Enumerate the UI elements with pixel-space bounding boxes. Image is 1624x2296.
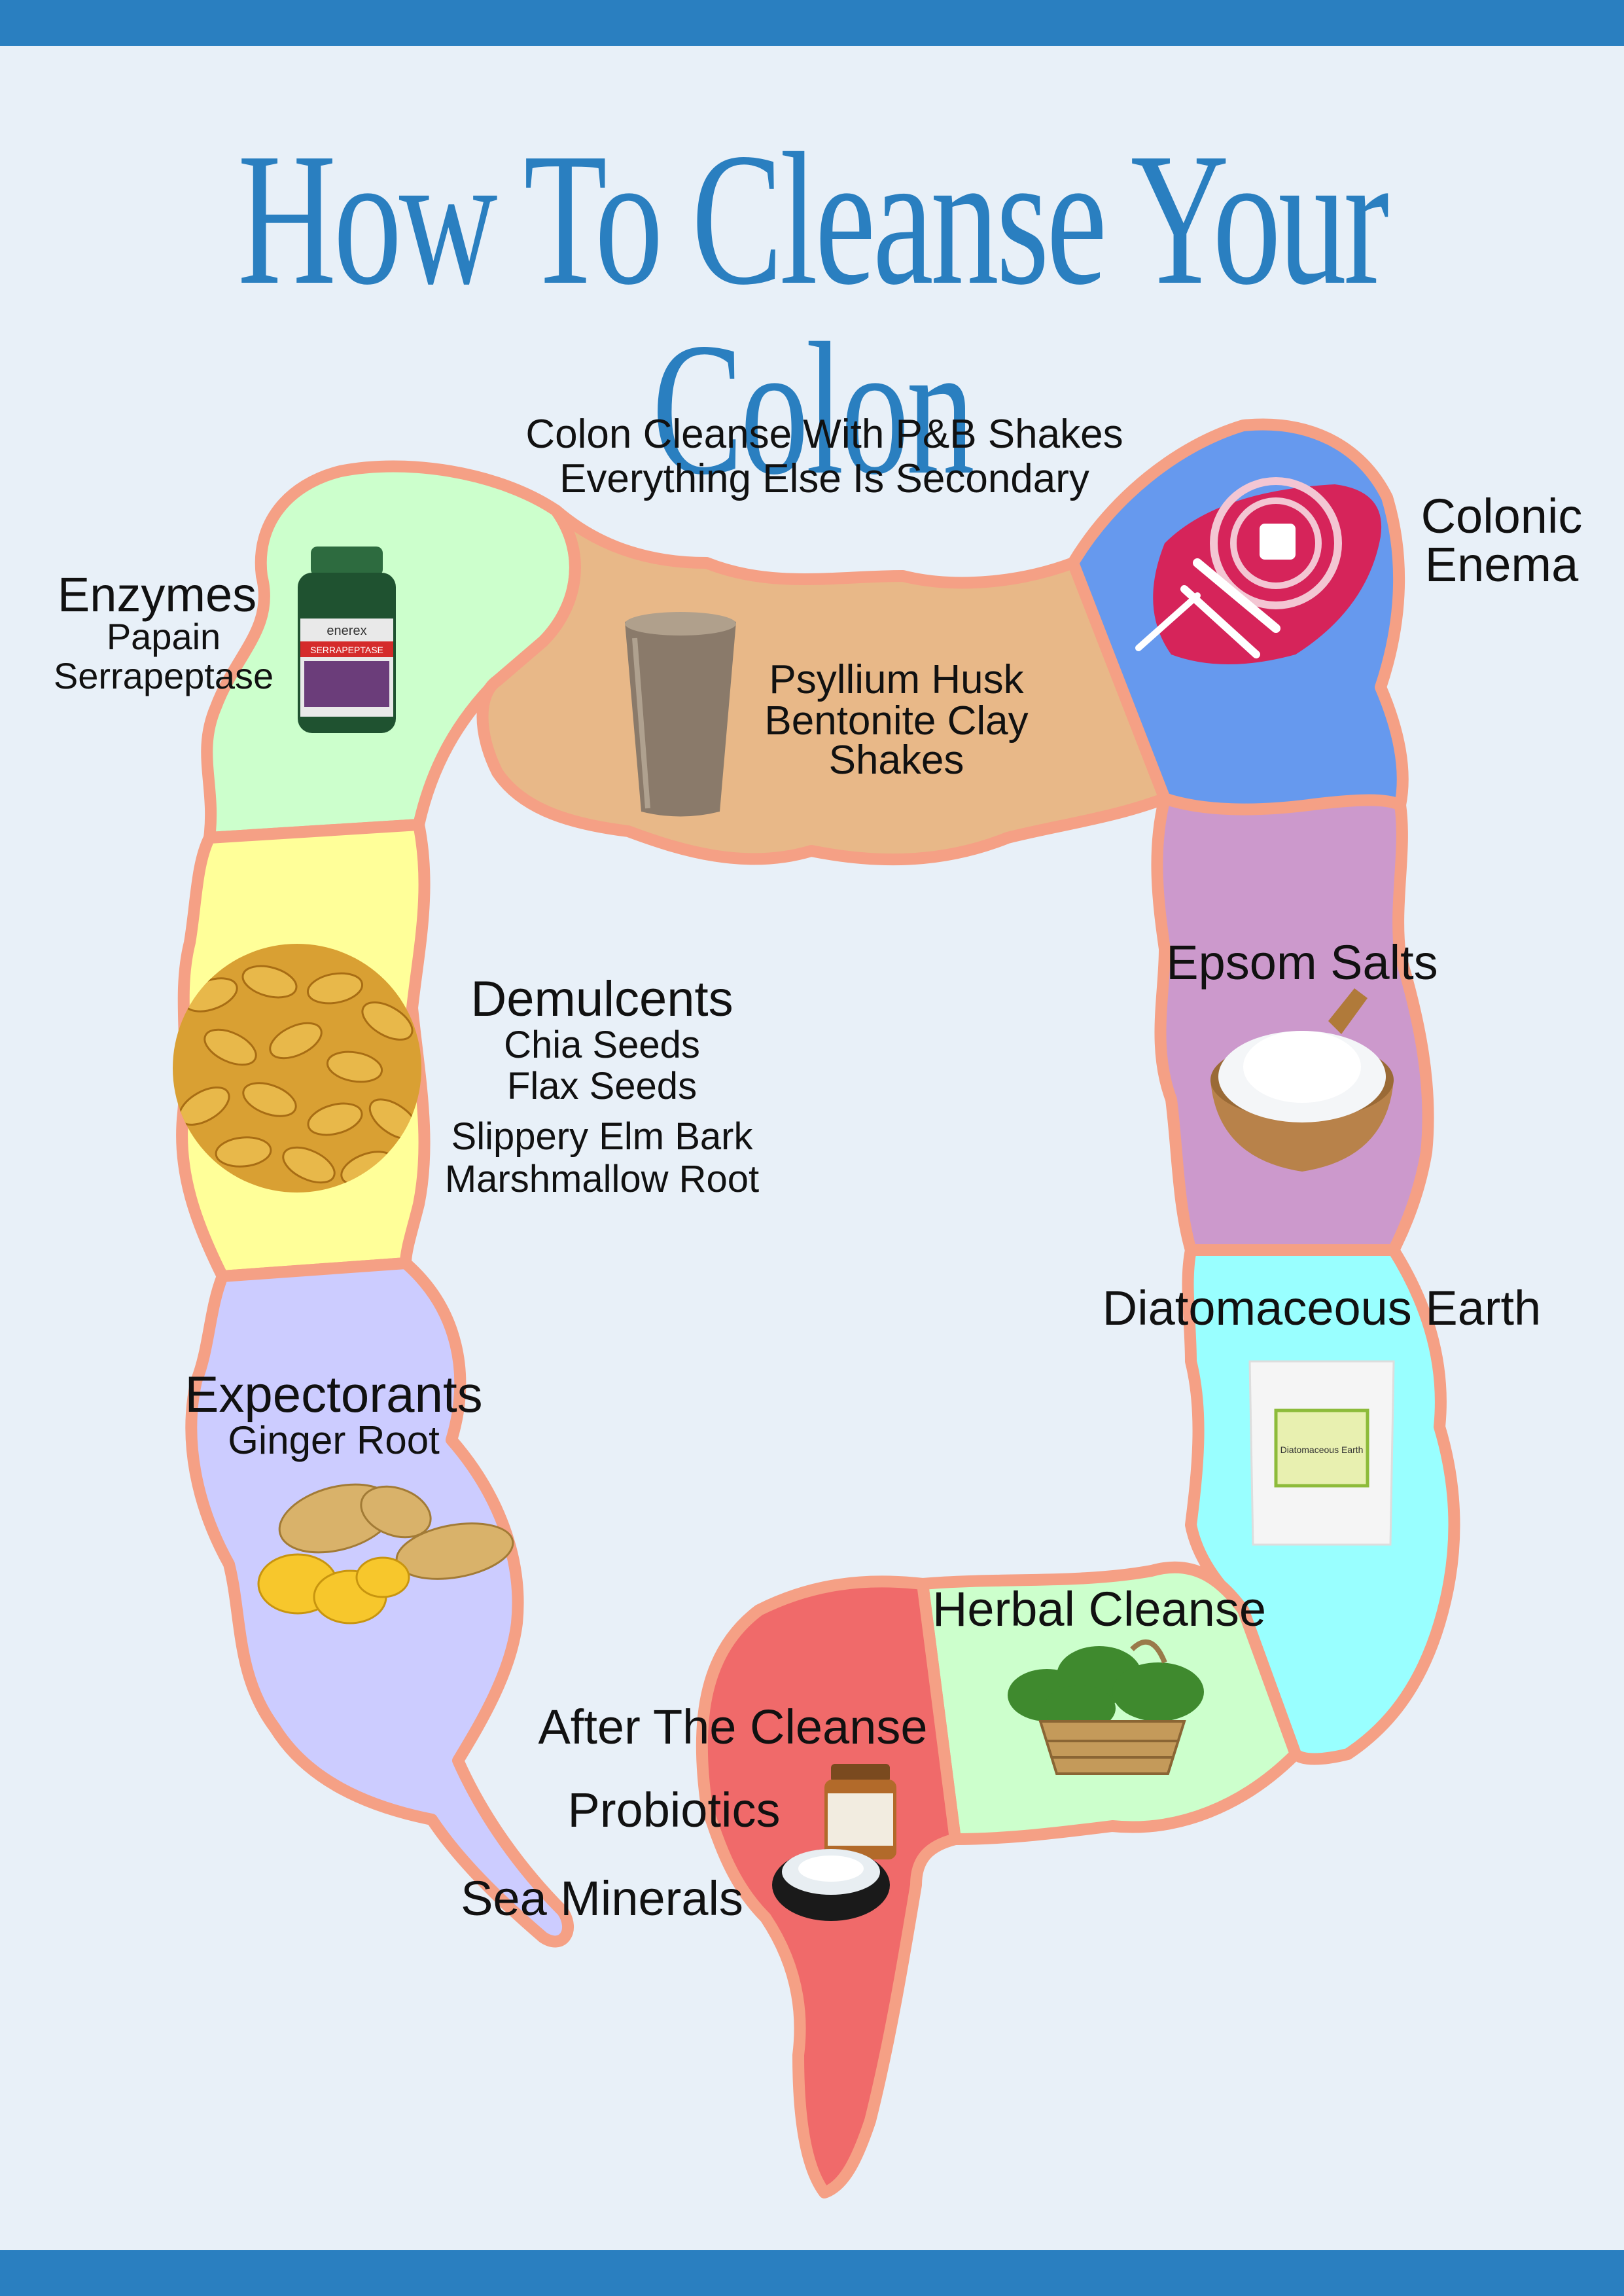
enzymes-item-serrapeptase: Serrapeptase [53, 655, 274, 696]
after-item-sea-minerals: Sea Minerals [461, 1871, 743, 1926]
shakes-item-shakes: Shakes [828, 738, 964, 783]
enema-bag-icon [1135, 477, 1382, 664]
shakes-item-psyllium: Psyllium Husk [769, 657, 1024, 702]
enema-label: Enema [1424, 537, 1579, 592]
shakes-item-bentonite: Bentonite Clay [764, 698, 1029, 744]
herb-basket-icon [1008, 1639, 1204, 1775]
svg-text:Diatomaceous Earth: Diatomaceous Earth [1280, 1444, 1364, 1455]
intro-line-1: Colon Cleanse With P&B Shakes [525, 412, 1123, 457]
demulcents-heading: Demulcents [470, 971, 733, 1027]
page-title: How To Cleanse Your Colon [238, 114, 1389, 514]
enzymes-heading: Enzymes [57, 567, 257, 622]
supplement-bottle-icon: enerex SERRAPEPTASE [298, 547, 396, 733]
demulcents-item-chia: Chia Seeds [504, 1024, 700, 1066]
herbal-heading: Herbal Cleanse [932, 1582, 1267, 1636]
intro-line-2: Everything Else Is Secondary [559, 456, 1089, 501]
enzymes-item-papain: Papain [106, 616, 221, 657]
flax-seeds-icon [173, 944, 421, 1193]
shake-glass-icon [625, 612, 736, 817]
diatomaceous-heading: Diatomaceous Earth [1102, 1281, 1542, 1335]
ginger-root-icon [257, 1483, 514, 1624]
top-bar [0, 0, 1624, 46]
expectorants-item-ginger: Ginger Root [228, 1418, 440, 1462]
expectorants-heading: Expectorants [185, 1365, 483, 1423]
demulcents-item-marshmallow: Marshmallow Root [444, 1158, 760, 1200]
after-heading: After The Cleanse [538, 1700, 928, 1754]
powder-bag-icon: Diatomaceous Earth [1248, 1360, 1395, 1546]
colonic-label: Colonic [1421, 489, 1583, 543]
svg-text:enerex: enerex [327, 624, 366, 638]
demulcents-item-flax: Flax Seeds [506, 1065, 697, 1107]
after-item-probiotics: Probiotics [567, 1783, 781, 1837]
sea-minerals-bowl-icon [772, 1849, 890, 1921]
salt-bowl-icon [1210, 988, 1394, 1172]
svg-text:SERRAPEPTASE: SERRAPEPTASE [310, 645, 383, 655]
demulcents-item-elm: Slippery Elm Bark [451, 1115, 753, 1158]
bottom-bar [0, 2250, 1624, 2296]
epsom-heading: Epsom Salts [1166, 935, 1438, 990]
probiotic-jar-icon [824, 1764, 896, 1859]
